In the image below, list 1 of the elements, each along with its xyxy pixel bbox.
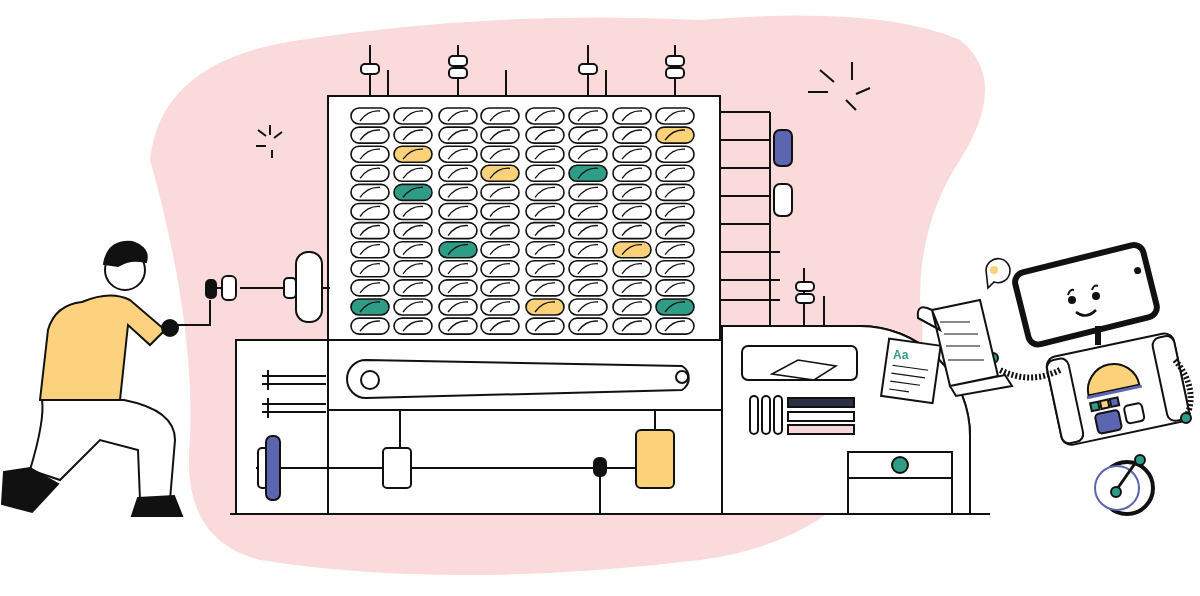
paper-text: Aa [893, 349, 909, 361]
